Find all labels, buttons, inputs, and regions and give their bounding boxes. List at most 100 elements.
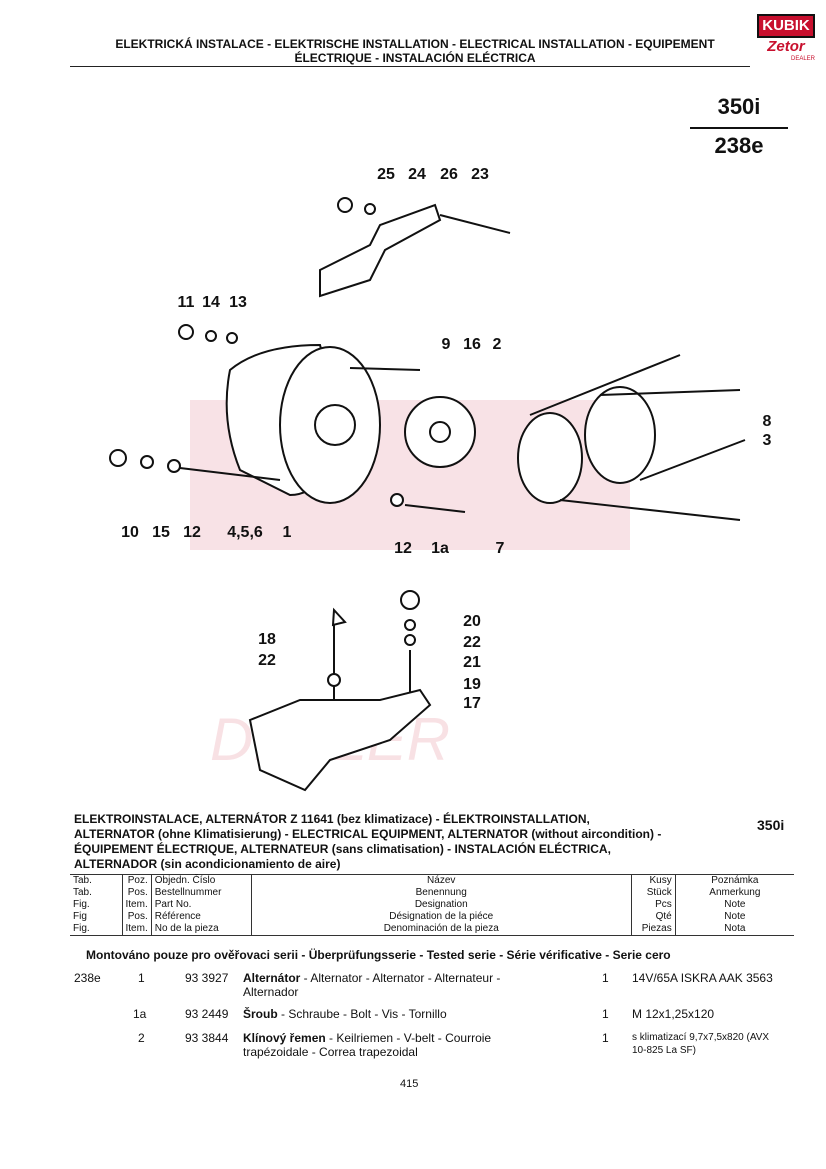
section-model: 350i	[757, 817, 785, 833]
callout: 20	[463, 613, 481, 630]
hd: Objedn. Číslo	[150, 874, 252, 887]
logo-dealer: DEALER	[790, 56, 815, 62]
name-rest: - Alternator - Alternator - Alternateur …	[300, 971, 501, 985]
model-238e: 238e	[714, 133, 764, 158]
bracket	[319, 203, 442, 298]
part-no: 93 2449	[185, 1007, 229, 1021]
callout: 2	[492, 336, 502, 353]
callout: 10	[121, 524, 139, 541]
table-row: 238e 1 93 3927 Alternátor - Alternator -…	[0, 971, 826, 1001]
hd: Note	[674, 911, 794, 923]
table-row: 2 93 3844 Klínový řemen - Keilriemen - V…	[0, 1031, 826, 1061]
note: 14V/65A ISKRA AAK 3563	[632, 971, 773, 985]
hd: Piezas	[630, 923, 676, 936]
pos: 2	[138, 1031, 145, 1045]
mounting-bracket	[248, 688, 432, 792]
callout: 23	[471, 166, 489, 183]
section-title: ELEKTROINSTALACE, ALTERNÁTOR Z 11641 (be…	[74, 812, 714, 872]
header-line-2: ÉLECTRIQUE - INSTALACIÓN ELÉCTRICA	[294, 51, 536, 65]
callout: 22	[463, 634, 481, 651]
series-note: Montováno pouze pro ověřovaci serii - Üb…	[86, 948, 671, 962]
name-bold: Alternátor	[243, 971, 301, 985]
part-no: 93 3927	[185, 971, 229, 985]
hd: Bestellnummer	[150, 887, 252, 899]
model-divider	[690, 127, 788, 129]
hd: Fig	[73, 911, 87, 922]
callout: 3	[762, 432, 772, 449]
hd: Fig.	[73, 899, 90, 910]
hd: Note	[674, 899, 794, 911]
callout: 25	[377, 166, 395, 183]
designation: Šroub - Schraube - Bolt - Vis - Tornillo	[243, 1007, 573, 1021]
hd: No de la pieza	[150, 923, 252, 936]
hd: Pos.	[121, 911, 152, 923]
header-divider	[70, 66, 750, 67]
callout: 16	[463, 336, 481, 353]
callout: 21	[463, 654, 481, 671]
header-line-1: ELEKTRICKÁ INSTALACE - ELEKTRISCHE INSTA…	[115, 37, 715, 51]
hd: Pcs	[630, 899, 676, 911]
hd: Poznámka	[674, 874, 794, 887]
tab: 238e	[74, 971, 101, 985]
callout: 14	[202, 294, 220, 311]
logo-kubik: KUBIK	[757, 14, 815, 38]
callout: 15	[152, 524, 170, 541]
designation: Alternátor - Alternator - Alternator - A…	[243, 971, 573, 999]
page-header: ELEKTRICKÁ INSTALACE - ELEKTRISCHE INSTA…	[70, 37, 760, 65]
hd: Benennung	[250, 887, 632, 899]
name-bold: Klínový řemen	[243, 1031, 326, 1045]
name-line2: Alternador	[243, 985, 299, 999]
note: M 12x1,25x120	[632, 1007, 715, 1021]
hd: Item.	[121, 899, 152, 911]
name-rest: - Keilriemen - V-belt - Courroie	[325, 1031, 492, 1045]
callout: 4,5,6	[227, 524, 263, 541]
callout: 13	[229, 294, 247, 311]
callout: 18	[258, 631, 276, 648]
note-line1: s klimatizací 9,7x7,5x820 (AVX	[632, 1032, 770, 1043]
hd: Item.	[121, 923, 152, 936]
hd: Tab.	[73, 887, 92, 898]
qty: 1	[602, 1007, 609, 1021]
hd: Název	[250, 874, 632, 887]
hd: Designation	[250, 899, 632, 911]
exploded-diagram: DEALER	[109, 197, 746, 792]
name-rest: - Schraube - Bolt - Vis - Tornillo	[277, 1007, 447, 1021]
model-350i: 350i	[717, 94, 761, 119]
callout: 1a	[431, 540, 449, 557]
page-number: 415	[400, 1078, 419, 1090]
hd: Pos.	[121, 887, 152, 899]
pulley-2	[584, 386, 656, 484]
callout: 24	[408, 166, 426, 183]
designation: Klínový řemen - Keilriemen - V-belt - Co…	[243, 1031, 573, 1059]
hd: Poz.	[121, 874, 152, 887]
callout: 7	[495, 540, 505, 557]
qty: 1	[602, 971, 609, 985]
hd: Denominación de la pieza	[250, 923, 632, 936]
logo-zetor: Zetor	[767, 38, 805, 55]
hd: Qté	[630, 911, 676, 923]
title-line: ALTERNATOR (ohne Klimatisierung) - ELECT…	[74, 827, 662, 841]
name-line2: trapézoidale - Correa trapezoidal	[243, 1045, 418, 1059]
callout: 19	[463, 676, 481, 693]
callout: 26	[440, 166, 458, 183]
kubik-zetor-logo: KUBIK Zetor DEALER	[757, 14, 815, 66]
callout: 12	[183, 524, 201, 541]
hd: Anmerkung	[674, 887, 794, 899]
callout: 8	[762, 413, 772, 430]
name-bold: Šroub	[243, 1007, 278, 1021]
callout: 11	[177, 294, 195, 311]
callout: 9	[441, 336, 451, 353]
part-no: 93 3844	[185, 1031, 229, 1045]
hd: Stück	[630, 887, 676, 899]
note-line2: 10-825 La SF)	[632, 1045, 696, 1056]
note: s klimatizací 9,7x7,5x820 (AVX 10-825 La …	[632, 1031, 769, 1057]
hd: Fig.	[73, 923, 90, 934]
callout: 1	[282, 524, 292, 541]
callout: 22	[258, 652, 276, 669]
hd: Référence	[150, 911, 252, 923]
title-line: ÉQUIPEMENT ÉLECTRIQUE, ALTERNATEUR (sans…	[74, 842, 611, 856]
callout: 12	[394, 540, 412, 557]
hd: Part No.	[150, 899, 252, 911]
